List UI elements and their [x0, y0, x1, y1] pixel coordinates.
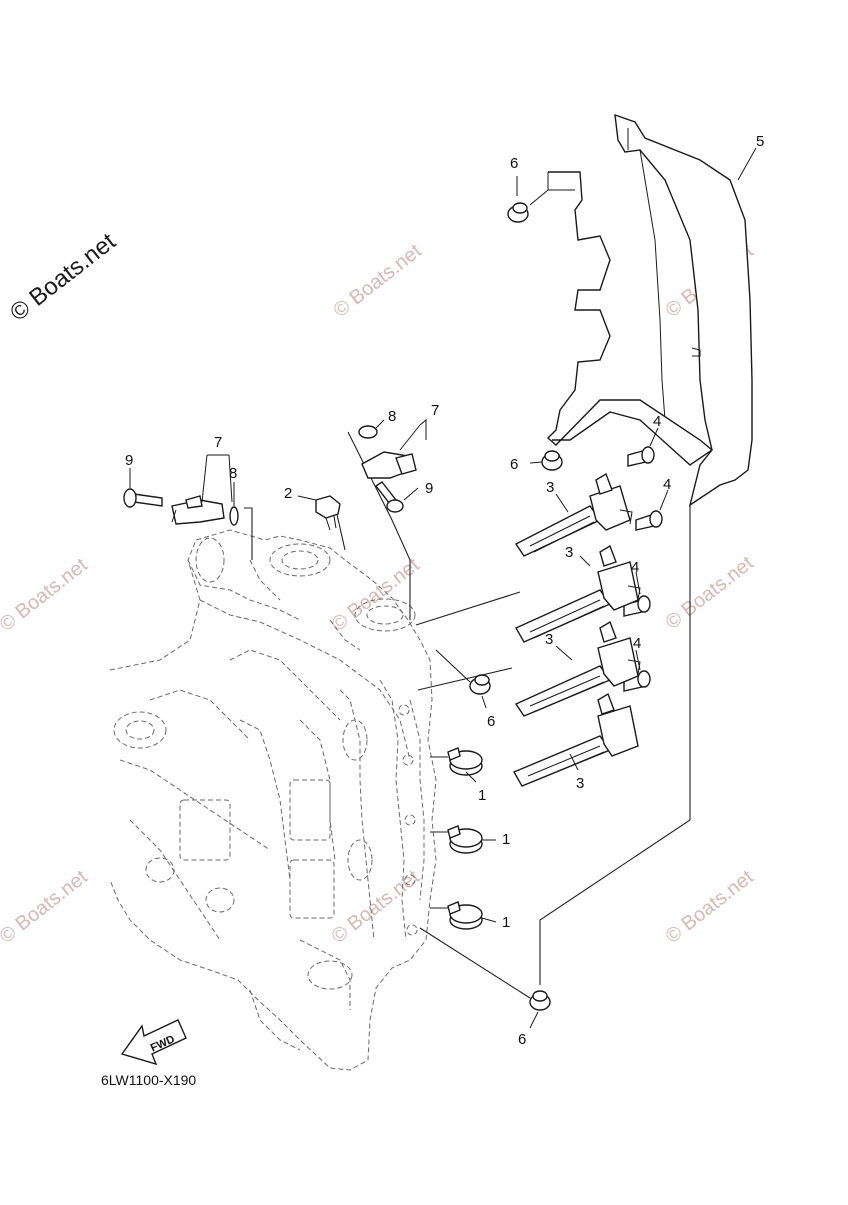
bolt [635, 510, 663, 531]
o-ring [229, 506, 239, 526]
callout-6: 6 [518, 1031, 526, 1048]
o-rings [229, 425, 378, 526]
callout-4: 4 [663, 476, 671, 493]
watermark: © Boats.net [330, 240, 426, 322]
callout-9: 9 [425, 480, 433, 497]
callout-6: 6 [487, 713, 495, 730]
holder [315, 495, 341, 531]
fwd-arrow: FWD [120, 1019, 187, 1066]
engine-block [109, 529, 437, 1071]
callout-3: 3 [565, 544, 573, 561]
clamp [447, 901, 483, 930]
ignition-coil-cover [546, 113, 753, 507]
ignition-coil [514, 620, 641, 717]
bolts [123, 446, 663, 692]
watermark: © Boats.net [0, 866, 92, 948]
sensor [171, 495, 225, 525]
grommets [469, 202, 563, 1011]
grommet [529, 990, 551, 1011]
bolt [627, 446, 655, 467]
clamp [447, 825, 483, 854]
ignition-coil [512, 692, 639, 787]
sensors [171, 451, 417, 525]
grommet [541, 450, 563, 471]
callout-4: 4 [633, 635, 641, 652]
watermarks: © Boats.net © Boats.net © Boats.net © Bo… [0, 228, 758, 948]
callout-5: 5 [756, 133, 764, 150]
grommet [507, 202, 529, 223]
callout-3: 3 [545, 631, 553, 648]
callout-numbers: 6 5 6 6 6 4 4 4 4 3 3 3 3 1 1 1 2 7 8 9 … [125, 133, 764, 1048]
bolt [374, 481, 404, 513]
grommet [469, 674, 491, 695]
drawing-number: 6LW1100-X190 [101, 1072, 196, 1088]
ignition-coil [515, 544, 641, 643]
watermark: © Boats.net [662, 866, 758, 948]
watermark: © Boats.net [328, 866, 424, 948]
callout-3: 3 [576, 775, 584, 792]
callout-1: 1 [502, 914, 510, 931]
sensor [361, 451, 417, 479]
watermark: © Boats.net [0, 554, 92, 636]
callout-1: 1 [502, 831, 510, 848]
copyright-label: © Boats.net [5, 228, 121, 327]
callout-8: 8 [388, 408, 396, 425]
callout-leaders [129, 147, 757, 1029]
ignition-coils [512, 472, 641, 787]
callout-8: 8 [229, 465, 237, 482]
clamp [447, 747, 483, 776]
callout-7: 7 [214, 434, 222, 451]
bolt [123, 488, 163, 508]
callout-4: 4 [631, 559, 639, 576]
o-ring [358, 425, 378, 439]
callout-9: 9 [125, 452, 133, 469]
callout-6: 6 [510, 155, 518, 172]
watermark: © Boats.net [662, 552, 758, 634]
callout-4: 4 [653, 413, 661, 430]
callout-7: 7 [431, 402, 439, 419]
callout-2: 2 [284, 485, 292, 502]
callout-1: 1 [478, 787, 486, 804]
callout-3: 3 [546, 479, 554, 496]
callout-6: 6 [510, 456, 518, 473]
ignition-coil [514, 472, 633, 557]
clamps [447, 747, 483, 930]
